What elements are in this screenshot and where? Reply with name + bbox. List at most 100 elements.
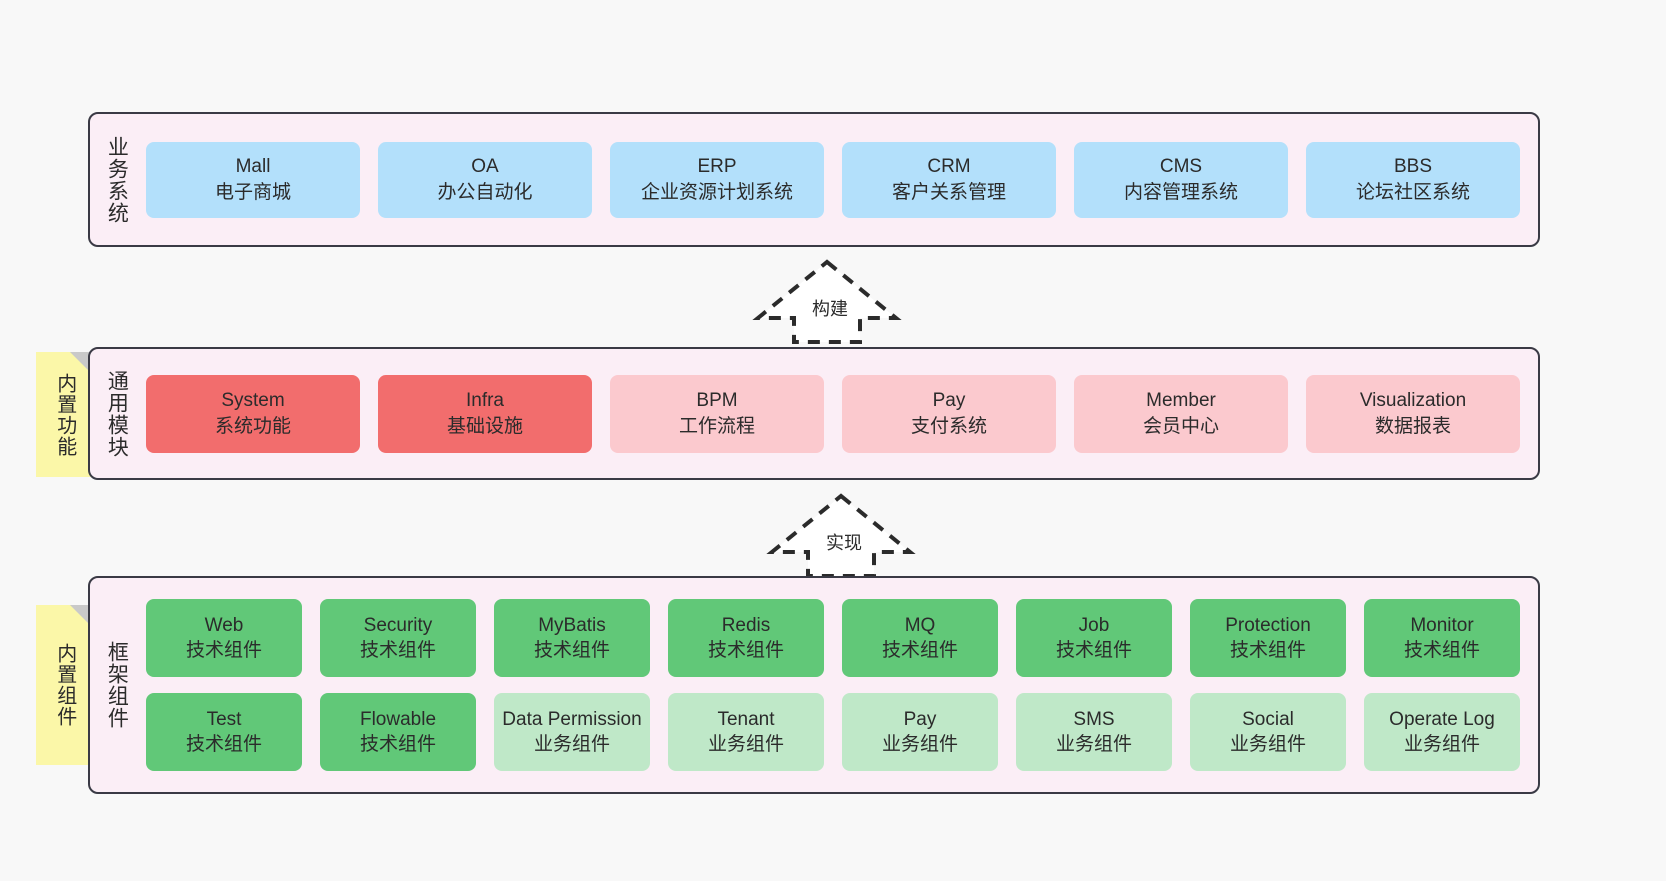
card-title: Social: [1242, 708, 1294, 730]
card-subtitle: 系统功能: [214, 415, 291, 437]
card-visualization[interactable]: Visualization 数据报表: [1306, 374, 1520, 453]
card-subtitle: 工作流程: [678, 415, 755, 437]
card-title: BPM: [696, 390, 738, 412]
card-title: Test: [206, 708, 242, 730]
card-subtitle: 技术组件: [881, 640, 958, 661]
note-fold-corner-icon: [70, 352, 92, 374]
card-security[interactable]: Security 技术组件: [320, 599, 476, 677]
card-mall[interactable]: Mall 电子商城: [146, 141, 360, 218]
card-subtitle: 业务组件: [1403, 734, 1480, 755]
card-oa[interactable]: OA 办公自动化: [378, 141, 592, 218]
connector-implement-label: 实现: [826, 533, 862, 553]
card-crm[interactable]: CRM 客户关系管理: [842, 141, 1056, 218]
card-title: Job: [1078, 614, 1110, 636]
card-title: Member: [1146, 390, 1216, 412]
card-subtitle: 业务组件: [1055, 734, 1132, 755]
card-data-permission[interactable]: Data Permission 业务组件: [494, 693, 650, 771]
card-mybatis[interactable]: MyBatis 技术组件: [494, 599, 650, 677]
card-title: Operate Log: [1389, 708, 1495, 730]
card-title: BBS: [1393, 156, 1433, 178]
card-subtitle: 业务组件: [533, 734, 610, 755]
layer-common-modules: 通用模块 System 系统功能 Infra 基础设施 BPM 工作流程 Pay…: [88, 347, 1540, 480]
note-label: 内置组件: [53, 643, 76, 727]
card-subtitle: 技术组件: [1229, 640, 1306, 661]
card-subtitle: 电子商城: [214, 181, 291, 203]
connector-build: 构建: [752, 259, 902, 344]
card-title: MQ: [904, 614, 936, 636]
card-title: System: [221, 390, 285, 412]
card-protection[interactable]: Protection 技术组件: [1190, 599, 1346, 677]
layer-caption-business: 业务系统: [105, 135, 129, 224]
card-subtitle: 企业资源计划系统: [640, 181, 793, 203]
business-card-row: Mall 电子商城 OA 办公自动化 ERP 企业资源计划系统 CRM 客户关系…: [146, 141, 1520, 218]
card-subtitle: 技术组件: [533, 640, 610, 661]
card-job[interactable]: Job 技术组件: [1016, 599, 1172, 677]
card-operate-log[interactable]: Operate Log 业务组件: [1364, 693, 1520, 771]
card-subtitle: 客户关系管理: [891, 181, 1006, 203]
card-title: Tenant: [717, 708, 775, 730]
card-web[interactable]: Web 技术组件: [146, 599, 302, 677]
card-subtitle: 论坛社区系统: [1355, 181, 1470, 203]
layer-body-framework: Web 技术组件 Security 技术组件 MyBatis 技术组件 Redi…: [142, 578, 1538, 792]
card-title: Infra: [465, 390, 505, 412]
card-title: Visualization: [1359, 390, 1467, 412]
connector-implement: 实现: [766, 493, 916, 578]
layer-framework-components: 框架组件 Web 技术组件 Security 技术组件 MyBatis 技术组件…: [88, 576, 1540, 794]
card-subtitle: 业务组件: [881, 734, 958, 755]
card-title: Security: [363, 614, 433, 636]
card-redis[interactable]: Redis 技术组件: [668, 599, 824, 677]
card-infra[interactable]: Infra 基础设施: [378, 374, 592, 453]
note-builtin-components: 内置组件: [36, 605, 92, 765]
card-subtitle: 数据报表: [1374, 415, 1451, 437]
framework-card-row-2: Test 技术组件 Flowable 技术组件 Data Permission …: [146, 693, 1520, 771]
card-subtitle: 会员中心: [1142, 415, 1219, 437]
card-flowable[interactable]: Flowable 技术组件: [320, 693, 476, 771]
card-pay[interactable]: Pay 支付系统: [842, 374, 1056, 453]
card-title: Web: [204, 614, 244, 636]
card-title: OA: [471, 156, 499, 178]
card-subtitle: 办公自动化: [437, 181, 533, 203]
card-subtitle: 业务组件: [707, 734, 784, 755]
card-pay-business[interactable]: Pay 业务组件: [842, 693, 998, 771]
card-title: Protection: [1225, 614, 1311, 636]
card-test[interactable]: Test 技术组件: [146, 693, 302, 771]
card-member[interactable]: Member 会员中心: [1074, 374, 1288, 453]
card-title: Data Permission: [502, 708, 642, 730]
card-title: Pay: [903, 708, 937, 730]
card-system[interactable]: System 系统功能: [146, 374, 360, 453]
card-subtitle: 技术组件: [1055, 640, 1132, 661]
common-card-row: System 系统功能 Infra 基础设施 BPM 工作流程 Pay 支付系统…: [146, 374, 1520, 453]
card-title: SMS: [1073, 708, 1115, 730]
card-title: CRM: [927, 156, 971, 178]
card-subtitle: 内容管理系统: [1123, 181, 1238, 203]
card-title: ERP: [697, 156, 737, 178]
layer-caption-common: 通用模块: [105, 369, 129, 458]
card-cms[interactable]: CMS 内容管理系统: [1074, 141, 1288, 218]
layer-business-systems: 业务系统 Mall 电子商城 OA 办公自动化 ERP 企业资源计划系统 CRM…: [88, 112, 1540, 247]
card-title: Redis: [721, 614, 771, 636]
note-builtin-features: 内置功能: [36, 352, 92, 477]
card-title: Mall: [235, 156, 271, 178]
layer-caption-framework: 框架组件: [105, 641, 129, 729]
card-subtitle: 技术组件: [1403, 640, 1480, 661]
card-erp[interactable]: ERP 企业资源计划系统: [610, 141, 824, 218]
card-subtitle: 基础设施: [446, 415, 523, 437]
card-subtitle: 技术组件: [185, 734, 262, 755]
card-subtitle: 技术组件: [185, 640, 262, 661]
card-bbs[interactable]: BBS 论坛社区系统: [1306, 141, 1520, 218]
card-title: Flowable: [359, 708, 437, 730]
card-mq[interactable]: MQ 技术组件: [842, 599, 998, 677]
card-tenant[interactable]: Tenant 业务组件: [668, 693, 824, 771]
note-fold-corner-icon: [70, 605, 92, 627]
connector-build-label: 构建: [812, 299, 848, 319]
card-subtitle: 技术组件: [707, 640, 784, 661]
card-monitor[interactable]: Monitor 技术组件: [1364, 599, 1520, 677]
card-bpm[interactable]: BPM 工作流程: [610, 374, 824, 453]
card-subtitle: 业务组件: [1229, 734, 1306, 755]
card-social[interactable]: Social 业务组件: [1190, 693, 1346, 771]
card-title: CMS: [1159, 156, 1203, 178]
card-sms[interactable]: SMS 业务组件: [1016, 693, 1172, 771]
card-title: Monitor: [1410, 614, 1474, 636]
card-title: MyBatis: [538, 614, 606, 636]
